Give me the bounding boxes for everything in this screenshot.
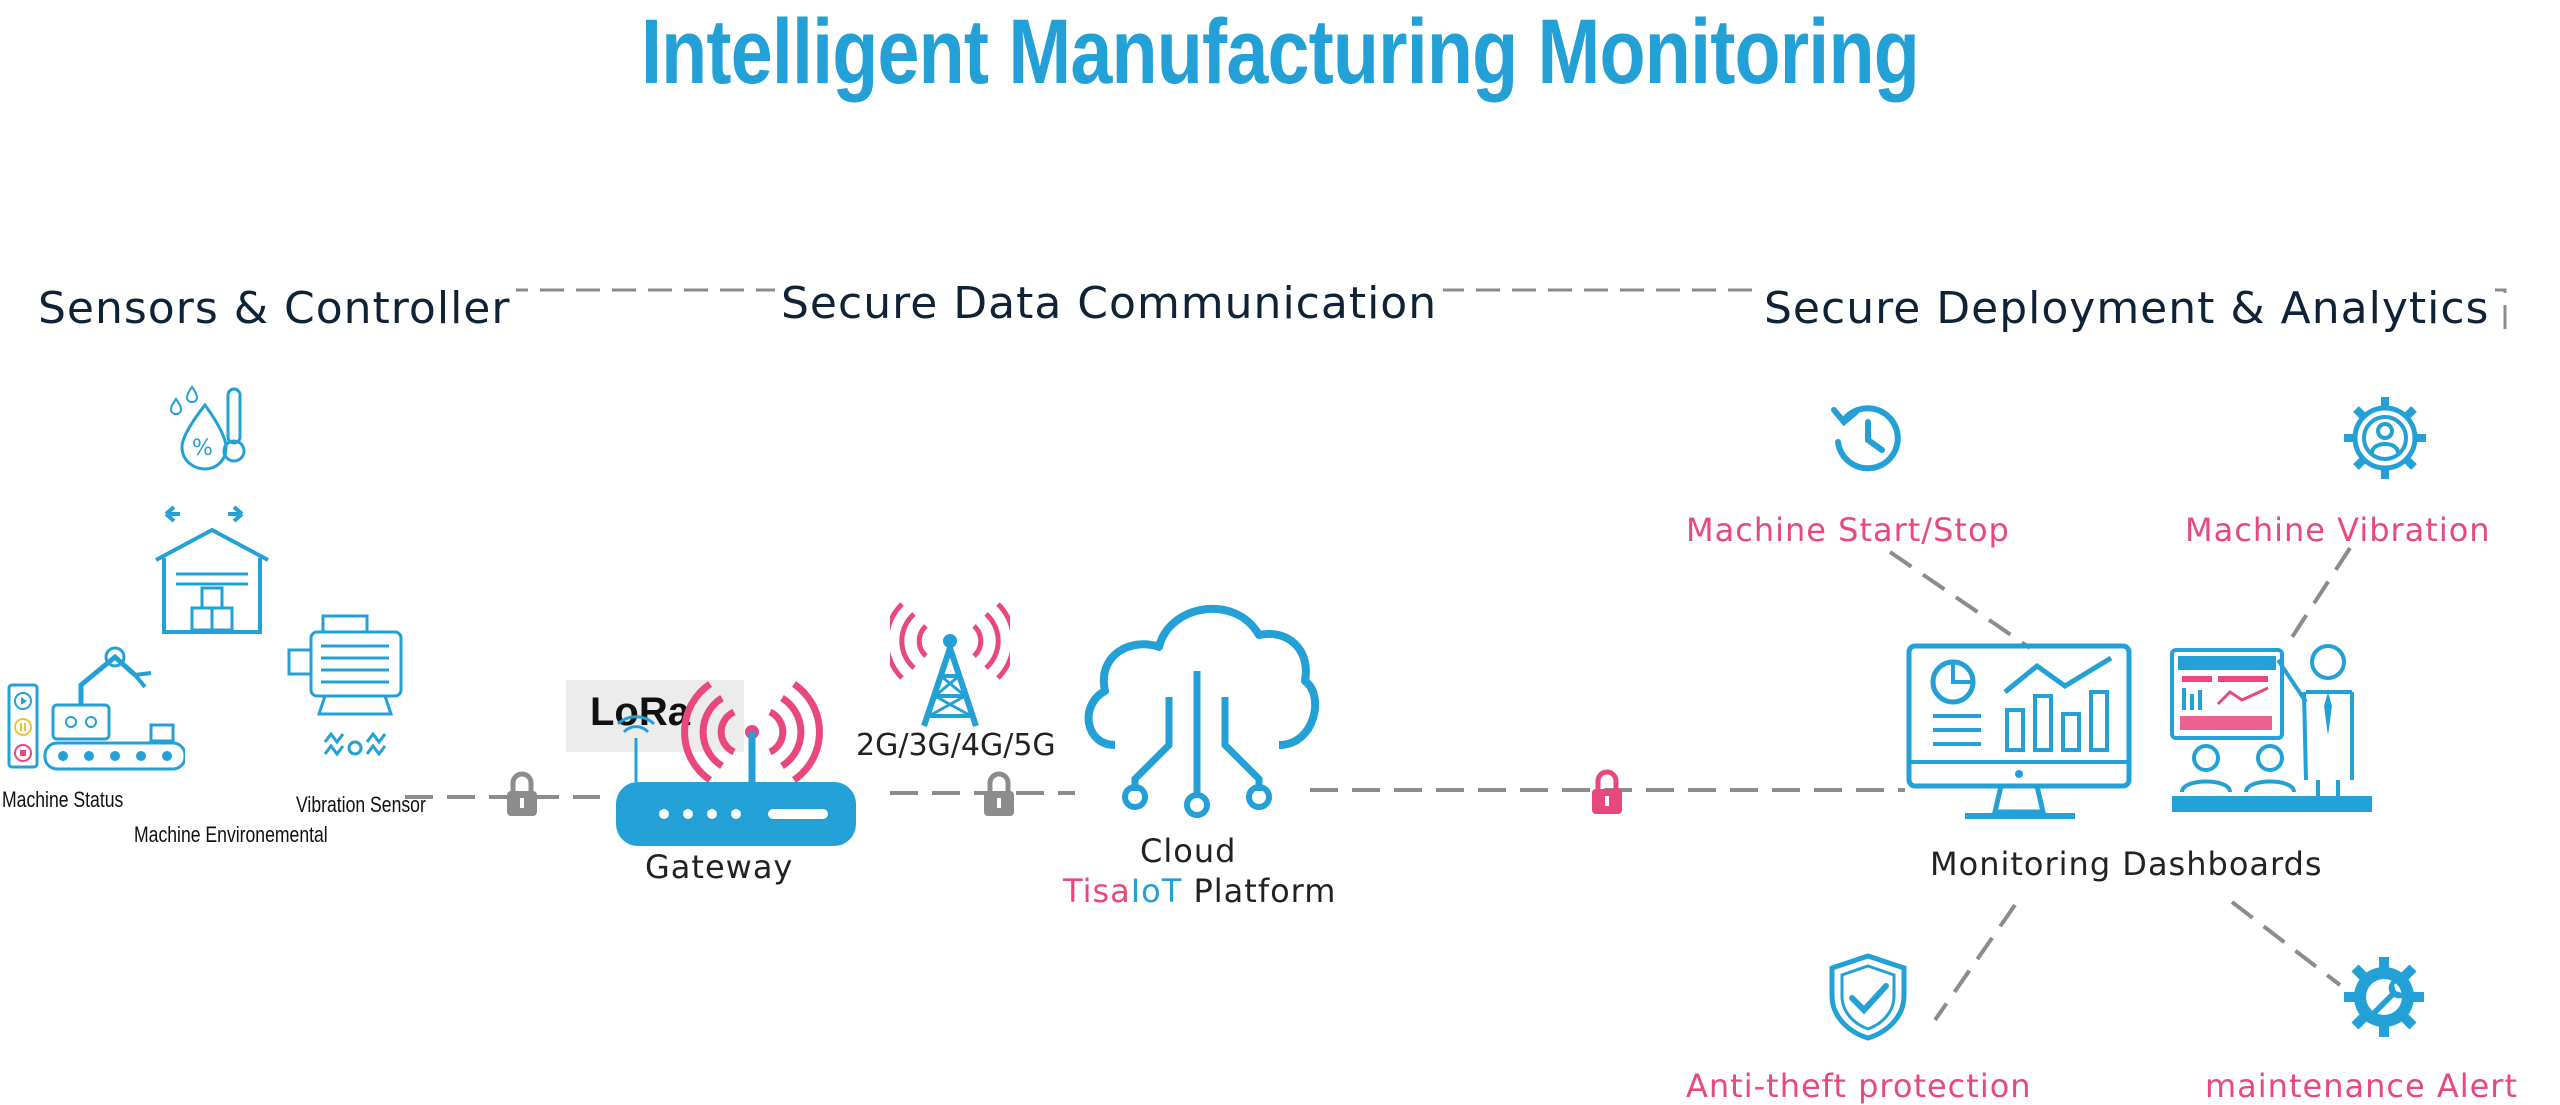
lock-icon [984,771,1014,816]
gateway-label: Gateway [645,848,794,886]
network-label: 2G/3G/4G/5G [856,728,1056,763]
gear-wrench-icon [2344,957,2424,1037]
cloud-label: Cloud [1140,832,1237,870]
monitor-icon [1906,643,2132,819]
warehouse-icon [155,505,269,634]
cell-tower-icon [890,602,1010,727]
machine-status-label: Machine Status [2,787,124,812]
start-stop-link [1888,550,2032,650]
lock-icon [507,771,537,816]
lora-logo: LoRa [566,680,744,752]
machine-start-stop-label: Machine Start/Stop [1686,511,2010,549]
anti-theft-link [1933,903,2017,1022]
robot-arm-icon [7,646,185,771]
svg-text:%: % [192,436,213,461]
maintenance-link [2230,900,2342,987]
vibration-sensor-label: Vibration Sensor [296,792,426,817]
section-communication: Secure Data Communication [775,278,1444,329]
gear-person-icon [2344,397,2426,479]
page-title: Intelligent Manufacturing Monitoring [641,1,1920,103]
brand-tisa: Tisa [1063,872,1131,910]
machine-vibration-label: Machine Vibration [2185,511,2491,549]
presentation-icon [2170,644,2372,812]
maintenance-alert-label: maintenance Alert [2205,1067,2518,1105]
history-clock-icon [1831,405,1901,472]
lock-icon [1592,769,1622,814]
dashboards-label: Monitoring Dashboards [1930,845,2323,883]
brand-iot: IoT [1130,872,1183,910]
machine-environmental-label: Machine Environemental [134,822,328,847]
humidity-temperature-icon: % [170,385,246,471]
platform-word: Platform [1182,872,1337,910]
anti-theft-label: Anti-theft protection [1686,1067,2032,1105]
section-deployment: Secure Deployment & Analytics [1758,283,2496,334]
platform-label: TisaIoT Platform [1063,872,1336,910]
motor-icon [287,614,403,757]
cloud-icon [1084,604,1320,818]
shield-check-icon [1829,953,1907,1041]
vibration-link [2283,546,2352,650]
router-icon [616,681,856,846]
section-sensors: Sensors & Controller [32,283,517,334]
